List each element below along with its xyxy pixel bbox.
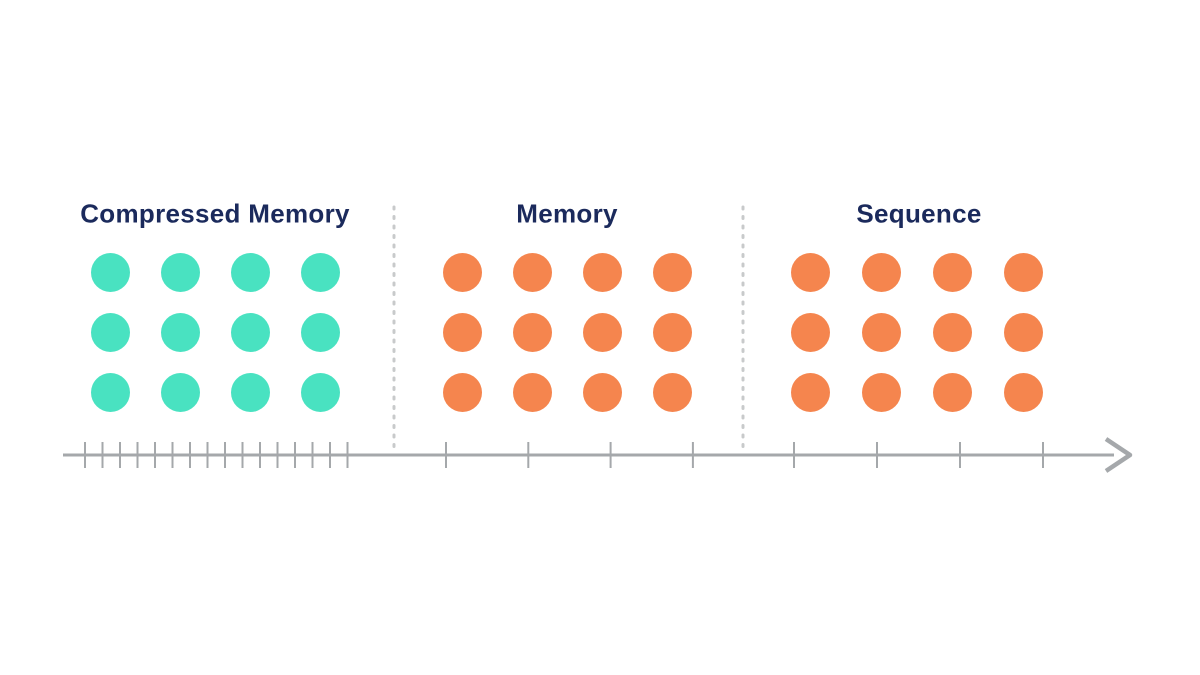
sequence-dot [932,252,972,292]
dot-grid-compressed-memory [90,252,340,412]
compressed-memory-dot [160,312,200,352]
sequence-dot [790,312,830,352]
memory-dot [652,372,692,412]
dot-grid-sequence [790,252,1043,412]
memory-dot [512,312,552,352]
section-title-compressed-memory: Compressed Memory [80,198,350,229]
axis-arrowhead-icon [1104,437,1133,473]
axis-ticks-memory [445,442,694,468]
sequence-dot [932,372,972,412]
sequence-dot [861,312,901,352]
memory-dot [512,252,552,292]
memory-dot [582,312,622,352]
sequence-dot [790,252,830,292]
compressed-memory-dot [230,372,270,412]
sequence-dot [932,312,972,352]
sequence-dot [790,372,830,412]
compressed-memory-dot [90,252,130,292]
compressed-memory-dot [160,372,200,412]
sequence-dot [861,372,901,412]
sequence-dot [1003,372,1043,412]
compressed-memory-dot [300,312,340,352]
memory-dot [442,372,482,412]
memory-dot [582,372,622,412]
compressed-memory-dot [160,252,200,292]
compressed-memory-dot [230,252,270,292]
memory-dot [442,252,482,292]
memory-dot [652,312,692,352]
compressed-memory-dot [90,312,130,352]
compressed-memory-dot [300,252,340,292]
memory-dot [442,312,482,352]
compressed-memory-dot [90,372,130,412]
sequence-dot [1003,312,1043,352]
memory-dot [582,252,622,292]
section-title-memory: Memory [516,198,618,229]
dot-grid-memory [442,252,692,412]
sequence-dot [1003,252,1043,292]
memory-dot [652,252,692,292]
axis-ticks-sequence [793,442,1044,468]
section-title-sequence: Sequence [856,198,982,229]
sequence-dot [861,252,901,292]
compressed-memory-dot [300,372,340,412]
compressed-memory-dot [230,312,270,352]
axis-ticks-compressed-memory [84,442,349,468]
memory-dot [512,372,552,412]
